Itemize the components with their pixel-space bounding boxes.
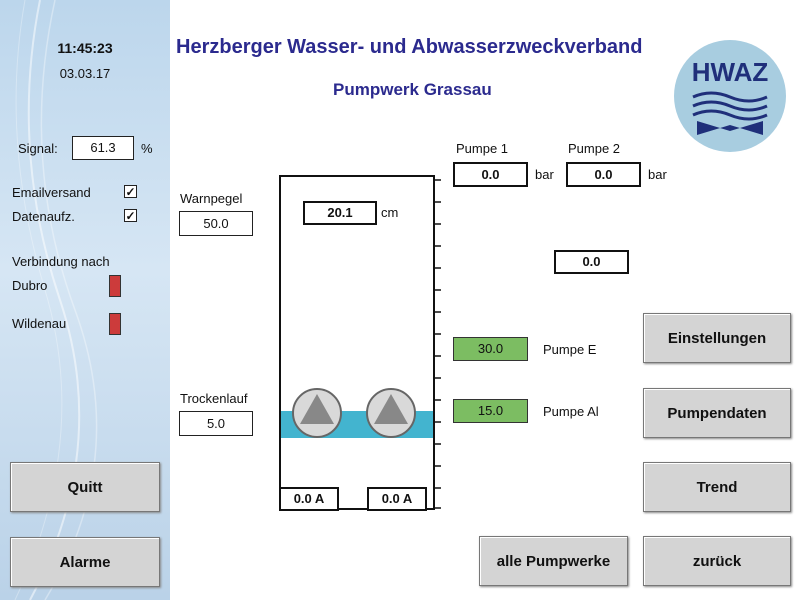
alle-pumpwerke-button[interactable]: alle Pumpwerke bbox=[479, 536, 628, 586]
trend-button[interactable]: Trend bbox=[643, 462, 791, 512]
pump-1-icon bbox=[292, 388, 342, 438]
data-logging-checkbox[interactable]: ✓ bbox=[124, 209, 137, 223]
data-logging-label: Datenaufz. bbox=[12, 209, 75, 224]
zurueck-button[interactable]: zurück bbox=[643, 536, 791, 586]
tank-scale bbox=[433, 179, 441, 509]
pump-2-label: Pumpe 2 bbox=[568, 141, 621, 156]
signal-value: 61.3 bbox=[72, 136, 134, 160]
pump-2-current: 0.0 A bbox=[367, 487, 427, 511]
pump-on-level-value[interactable]: 30.0 bbox=[453, 337, 528, 361]
sidebar: 11:45:23 03.03.17 Signal: 61.3 % Emailve… bbox=[0, 0, 170, 600]
flow-value: 0.0 bbox=[554, 250, 629, 274]
connection-dubro-label: Dubro bbox=[12, 278, 48, 293]
einstellungen-button[interactable]: Einstellungen bbox=[643, 313, 791, 363]
signal-unit: % bbox=[141, 141, 153, 156]
tank-level-unit: cm bbox=[381, 205, 399, 220]
connection-wildenau-label: Wildenau bbox=[12, 316, 67, 331]
clock-time: 11:45:23 bbox=[57, 40, 113, 56]
pump-2-pressure: 0.0 bbox=[566, 162, 641, 187]
logo-text: HWAZ bbox=[692, 57, 769, 87]
page-title: Herzberger Wasser- und Abwasserzweckverb… bbox=[176, 36, 643, 58]
warnpegel-value[interactable]: 50.0 bbox=[179, 211, 253, 236]
connection-label: Verbindung nach bbox=[12, 254, 110, 269]
pump-2-icon bbox=[366, 388, 416, 438]
signal-label: Signal: bbox=[18, 141, 58, 156]
warnpegel-label: Warnpegel bbox=[180, 191, 243, 206]
pump-icons bbox=[292, 388, 416, 438]
pump-2-pressure-unit: bar bbox=[648, 167, 667, 182]
trockenlauf-label: Trockenlauf bbox=[180, 391, 248, 406]
connection-wildenau-indicator bbox=[109, 313, 121, 335]
connection-dubro-indicator bbox=[109, 275, 121, 297]
trockenlauf-value[interactable]: 5.0 bbox=[179, 411, 253, 436]
pumpendaten-button[interactable]: Pumpendaten bbox=[643, 388, 791, 438]
clock-date: 03.03.17 bbox=[59, 66, 111, 81]
pump-1-pressure: 0.0 bbox=[453, 162, 528, 187]
pump-off-level-value[interactable]: 15.0 bbox=[453, 399, 528, 423]
pump-1-current: 0.0 A bbox=[279, 487, 339, 511]
pump-on-level-label: Pumpe E bbox=[543, 342, 597, 357]
alarme-button[interactable]: Alarme bbox=[10, 537, 160, 587]
tank bbox=[279, 175, 435, 510]
page-subtitle: Pumpwerk Grassau bbox=[333, 80, 492, 99]
pump-off-level-label: Pumpe Al bbox=[543, 404, 599, 419]
tank-level-value: 20.1 bbox=[303, 201, 377, 225]
pump-1-label: Pumpe 1 bbox=[456, 141, 509, 156]
email-label: Emailversand bbox=[12, 185, 91, 200]
quitt-button[interactable]: Quitt bbox=[10, 462, 160, 512]
email-checkbox[interactable]: ✓ bbox=[124, 185, 137, 199]
pump-1-pressure-unit: bar bbox=[535, 167, 554, 182]
hwaz-logo: HWAZ bbox=[673, 39, 788, 154]
